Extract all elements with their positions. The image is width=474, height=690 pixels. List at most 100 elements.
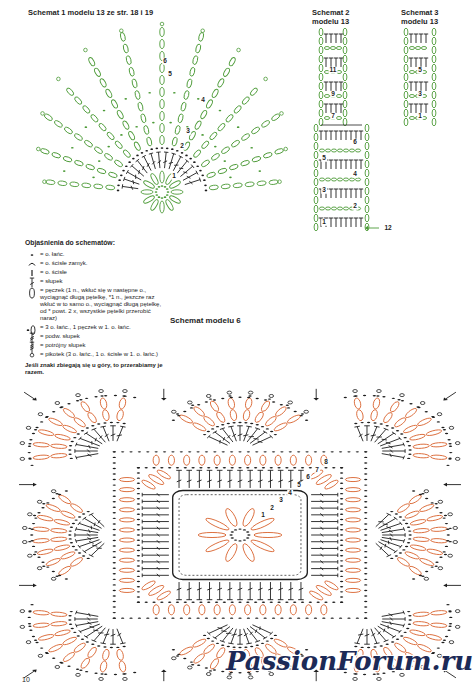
picot-symbol bbox=[227, 676, 232, 679]
pattern-stroke bbox=[30, 282, 34, 284]
picot-symbol bbox=[20, 610, 25, 613]
chain-stitch bbox=[340, 560, 343, 561]
chain-stitch bbox=[246, 601, 249, 602]
chain-stitch bbox=[441, 427, 444, 428]
chain-stitch bbox=[446, 604, 449, 605]
chain-stitch bbox=[340, 503, 343, 504]
pattern-stroke bbox=[378, 521, 383, 522]
puff-stitch bbox=[58, 181, 67, 186]
puff-stitch bbox=[33, 442, 50, 447]
puff-stitch bbox=[160, 88, 164, 97]
join-arrow bbox=[19, 584, 37, 588]
chain-stitch bbox=[31, 254, 34, 256]
pattern-stroke bbox=[270, 632, 273, 635]
stitch-symbol bbox=[414, 104, 418, 113]
stitch-symbol bbox=[344, 160, 348, 169]
chain-stitch bbox=[196, 165, 199, 167]
pattern-stroke bbox=[159, 152, 160, 168]
stitch-symbol bbox=[75, 443, 98, 449]
chain-stitch bbox=[28, 458, 31, 459]
chain-stitch bbox=[305, 451, 308, 452]
pattern-stroke bbox=[217, 588, 222, 590]
chain-stitch bbox=[221, 644, 224, 645]
chain-stitch bbox=[340, 498, 343, 499]
puff-stitch bbox=[153, 605, 159, 615]
chain-stitch bbox=[155, 451, 158, 452]
puff-stitch bbox=[389, 401, 401, 413]
pattern-stroke bbox=[411, 82, 412, 91]
chain-stitch bbox=[364, 495, 367, 496]
chain-stitch bbox=[447, 534, 450, 535]
chain-stitch bbox=[395, 555, 398, 556]
puff-stitch bbox=[69, 503, 85, 514]
puff-stitch bbox=[413, 612, 430, 617]
chain-stitch bbox=[137, 565, 140, 566]
pattern-stroke bbox=[386, 442, 391, 444]
chain-stitch bbox=[188, 451, 191, 452]
chain-stitch bbox=[120, 134, 123, 136]
puff-stitch bbox=[336, 95, 341, 98]
chain-stitch bbox=[180, 451, 183, 452]
stitch-symbol bbox=[75, 527, 98, 533]
pattern-stroke bbox=[341, 131, 342, 140]
pattern-stroke bbox=[329, 160, 333, 161]
chain-stitch bbox=[113, 479, 116, 480]
puff-stitch bbox=[47, 417, 64, 427]
pattern-stroke bbox=[329, 82, 333, 83]
puff-stitch bbox=[272, 638, 288, 648]
puff-stitch bbox=[214, 605, 220, 615]
puff-stitch bbox=[155, 590, 172, 601]
chain-stitch bbox=[78, 516, 81, 517]
chain-stitch bbox=[166, 147, 169, 149]
chain-stitch bbox=[238, 528, 241, 529]
chain-stitch bbox=[70, 611, 73, 612]
pattern-stroke bbox=[30, 278, 34, 279]
pattern-stroke bbox=[382, 622, 404, 626]
chain-stitch bbox=[386, 425, 389, 426]
chain-stitch bbox=[270, 467, 273, 468]
stitch-symbol bbox=[324, 160, 328, 169]
pattern-stroke bbox=[376, 543, 389, 555]
chain-stitch bbox=[364, 590, 367, 591]
pattern-stroke bbox=[387, 513, 392, 515]
chain-stitch bbox=[228, 395, 231, 396]
puff-stitch bbox=[404, 64, 408, 72]
puff-stitch bbox=[217, 78, 225, 88]
puff-stitch bbox=[343, 37, 347, 45]
chain-stitch bbox=[364, 490, 367, 491]
pattern-stroke bbox=[98, 632, 103, 633]
chain-stitch bbox=[92, 176, 95, 178]
puff-stitch bbox=[177, 113, 183, 123]
chain-stitch bbox=[294, 411, 297, 412]
pattern-stroke bbox=[88, 454, 92, 456]
pattern-stroke bbox=[329, 34, 333, 35]
puff-stitch bbox=[119, 558, 134, 562]
puff-stitch bbox=[79, 657, 91, 669]
puff-stitch bbox=[413, 537, 430, 542]
chain-stitch bbox=[449, 617, 452, 618]
pattern-stroke bbox=[378, 518, 395, 528]
puff-stitch bbox=[274, 406, 288, 417]
puff-stitch bbox=[195, 44, 201, 54]
chain-stitch bbox=[34, 640, 37, 641]
pattern-stroke bbox=[117, 629, 123, 644]
pattern-stroke bbox=[341, 189, 342, 198]
pattern-stroke bbox=[78, 522, 81, 525]
pattern-stroke bbox=[258, 588, 263, 590]
chain-stitch bbox=[399, 516, 402, 517]
pattern-stroke bbox=[142, 561, 169, 562]
chain-stitch bbox=[261, 643, 264, 644]
puff-stitch bbox=[178, 414, 194, 424]
pattern-stroke bbox=[142, 535, 169, 536]
chain-stitch bbox=[114, 674, 117, 675]
chain-stitch bbox=[277, 467, 280, 468]
pattern-stroke bbox=[320, 493, 323, 496]
chain-stitch bbox=[364, 545, 367, 546]
pattern-stroke bbox=[258, 599, 264, 600]
pattern-stroke bbox=[447, 585, 461, 586]
puff-stitch bbox=[314, 473, 333, 486]
chain-stitch bbox=[274, 434, 277, 435]
puff-stitch bbox=[184, 455, 190, 465]
chain-stitch bbox=[52, 498, 55, 499]
pattern-stroke bbox=[344, 160, 348, 161]
